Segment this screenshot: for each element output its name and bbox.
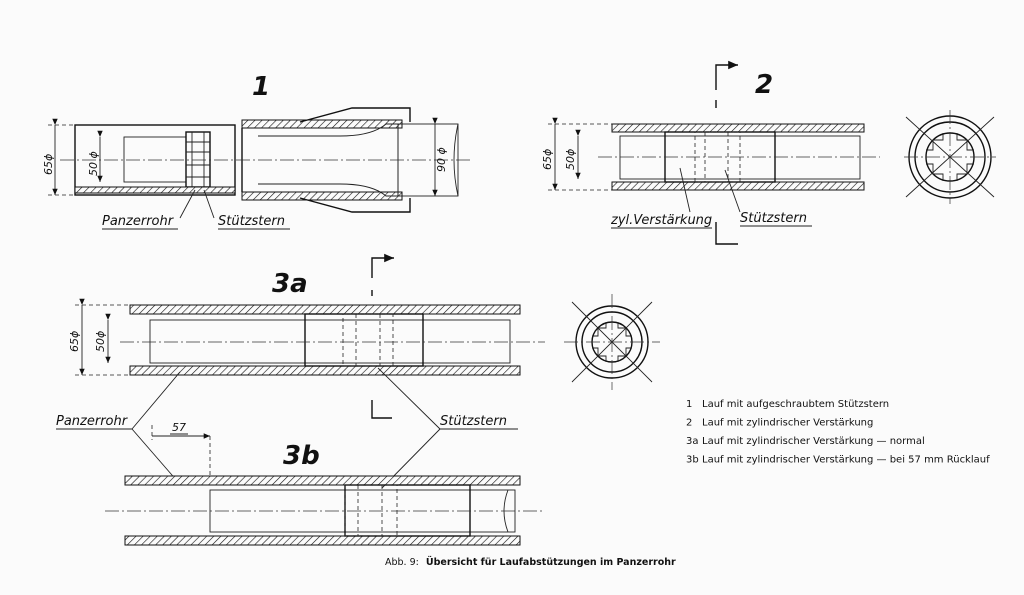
tube-wall-right-bottom [241, 191, 403, 201]
legend-key-1: 1 [686, 399, 692, 410]
fig2-dim-inner: 50ϕ [564, 149, 577, 170]
legend-text-3b: Lauf mit zylindrischer Verstärkung — bei… [702, 455, 990, 466]
figure-caption: Abb. 9: Übersicht für Laufabstützungen i… [385, 557, 676, 568]
fig2-dim-outer: 65ϕ [541, 149, 554, 170]
figure-3b: 3b 57 [105, 421, 545, 546]
figure-2-number: 2 [755, 70, 773, 100]
fig3b-wall-top [124, 475, 521, 486]
tube-wall-left [74, 186, 236, 194]
figure-1-number: 1 [252, 72, 270, 102]
fig1-label-star: Stützstern [218, 214, 285, 229]
fig3b-reinforcement [344, 484, 471, 537]
fig3a-wall-bottom [129, 365, 521, 376]
fig3a-reinforcement [304, 313, 424, 367]
caption-prefix: Abb. 9: [385, 557, 419, 568]
fig3b-star [344, 484, 398, 537]
legend-key-3a: 3a [686, 436, 699, 447]
legend-text-2: Lauf mit zylindrischer Verstärkung [702, 418, 873, 429]
fig3-label-star: Stützstern [440, 414, 507, 429]
fig1-label-tube: Panzerrohr [102, 214, 175, 229]
figure-1: 1 65ϕ 50 ϕ 90 ϕ [42, 72, 470, 230]
figure-3b-number: 3b [283, 441, 320, 471]
fig1-dim-barrel: 90 ϕ [435, 147, 448, 172]
fig1-dim-outer: 65ϕ [42, 154, 55, 175]
fig3a-dim-outer: 65ϕ [68, 331, 81, 352]
fig2-wall-top [611, 123, 865, 133]
legend-text-1: Lauf mit aufgeschraubtem Stützstern [702, 399, 889, 410]
fig3-label-tube: Panzerrohr [56, 414, 129, 429]
fig3b-dim-offset: 57 [172, 421, 186, 434]
fig3b-wall-bottom [124, 535, 521, 546]
support-star-1 [183, 131, 213, 194]
figure-2: 2 65ϕ 50ϕ zyl.Verstärkung Stützstern [541, 60, 996, 245]
barrel-left [123, 136, 187, 183]
caption-title: Übersicht für Laufabstützungen im Panzer… [426, 557, 676, 568]
fig2-label-reinforcement: zyl.Verstärkung [610, 213, 712, 228]
legend-text-3a: Lauf mit zylindrischer Verstärkung — nor… [702, 436, 925, 447]
fig3a-wall-top [129, 304, 521, 315]
figure-3a-number: 3a [272, 269, 308, 299]
fig3a-star [342, 313, 394, 367]
tube-wall-right-top [241, 119, 403, 129]
legend-key-2: 2 [686, 418, 692, 429]
fig2-wall-bottom [611, 181, 865, 191]
figure-3a: 3a 65ϕ 50ϕ Panzerrohr [56, 253, 660, 489]
tube-section-left [74, 124, 236, 196]
fig1-dim-inner: 50 ϕ [87, 151, 100, 176]
fig3a-dim-inner: 50ϕ [94, 331, 107, 352]
legend-key-3b: 3b [686, 455, 699, 466]
fig2-cross-section [904, 110, 996, 204]
fig3a-cross-section [564, 294, 660, 390]
fig3a-barrel [149, 319, 511, 364]
fig2-label-star: Stützstern [740, 211, 807, 226]
